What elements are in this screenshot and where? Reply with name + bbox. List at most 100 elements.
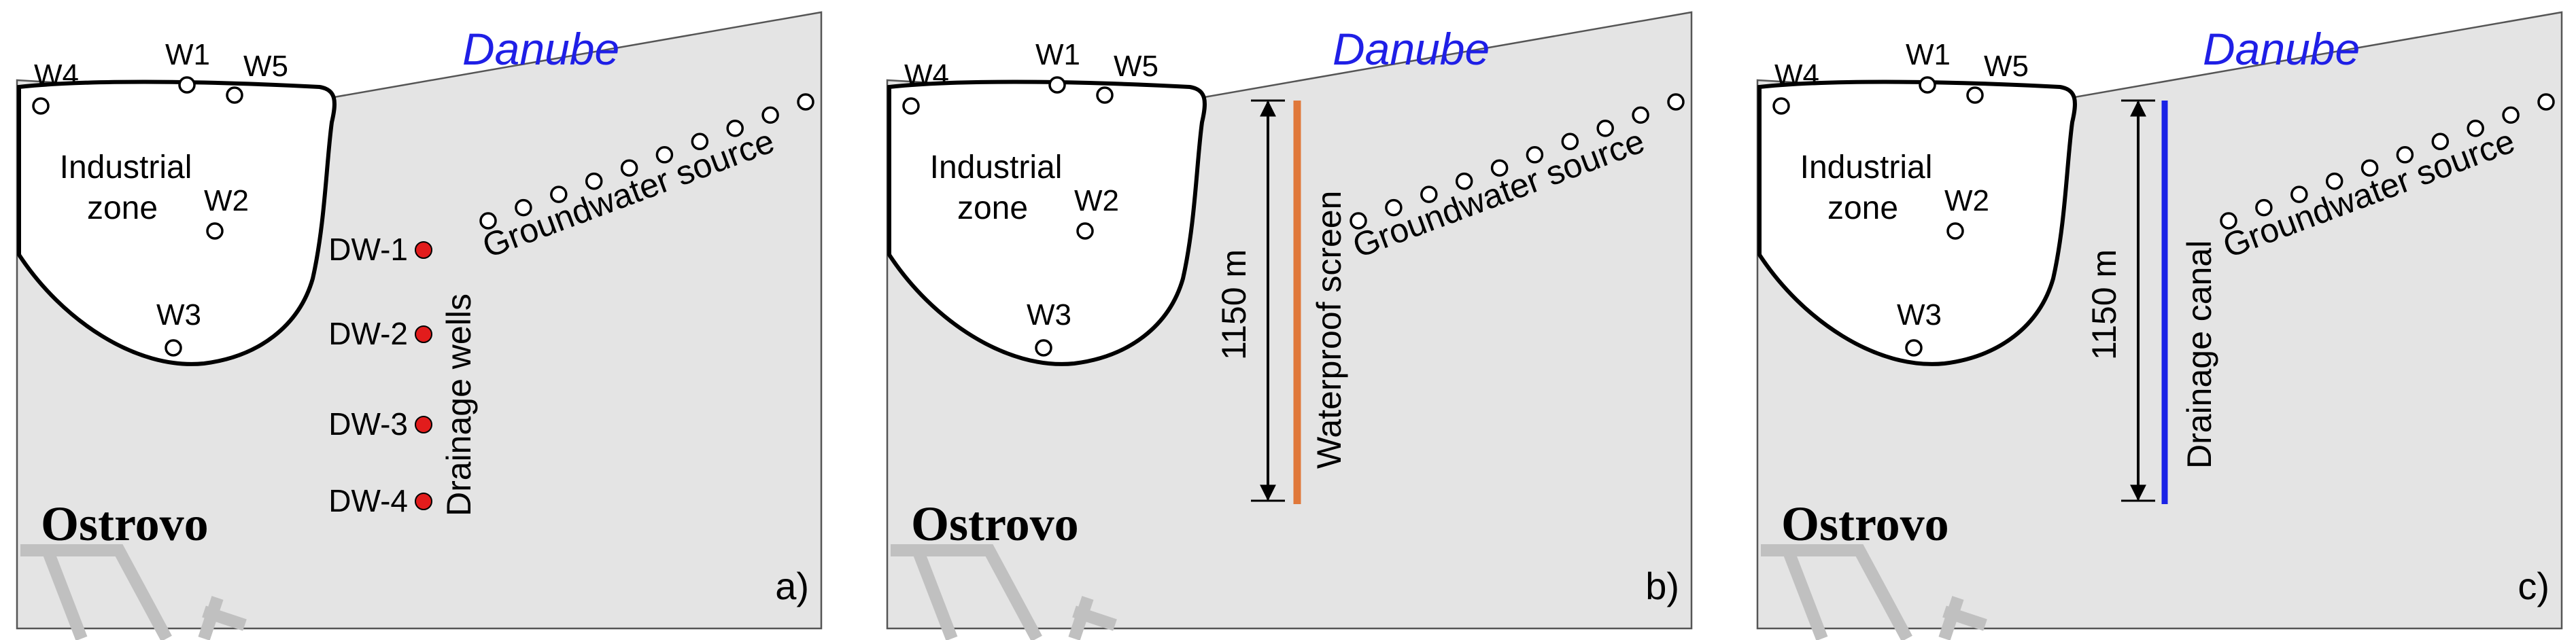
groundwater-well-marker: [1632, 106, 1649, 124]
barrier-label: Drainage canal: [2180, 241, 2218, 469]
industrial-zone-label-2: zone: [1827, 190, 1898, 226]
groundwater-well-marker: [2502, 106, 2520, 124]
river-label: Danube: [2203, 24, 2360, 74]
groundwater-well-marker: [1561, 132, 1579, 151]
groundwater-well-marker: [2396, 146, 2414, 164]
barrier-label: Drainage wells: [440, 294, 478, 516]
well-marker-w5: [226, 86, 243, 104]
panel-a: W1 W4 W5 W2 W3 Industrial zone Danube Gr…: [16, 11, 823, 640]
industrial-zone: [1757, 79, 2077, 366]
drainage-well-label: DW-4: [328, 483, 408, 518]
industrial-zone: [17, 79, 337, 366]
label-w5: W5: [1984, 50, 2029, 83]
town-label: Ostrovo: [1781, 497, 1949, 551]
drainage-well-label: DW-2: [328, 316, 408, 351]
groundwater-well-marker: [2537, 93, 2555, 111]
groundwater-well-marker: [726, 120, 744, 137]
groundwater-well-marker: [1385, 198, 1403, 217]
road-symbol: [1761, 544, 1987, 640]
groundwater-well-marker: [550, 185, 568, 203]
well-marker-w1: [178, 76, 196, 94]
label-w5: W5: [1114, 50, 1158, 83]
groundwater-well-marker: [761, 106, 779, 124]
label-w3: W3: [156, 298, 201, 332]
label-w4: W4: [1774, 58, 1819, 92]
groundwater-well-marker: [2360, 159, 2379, 177]
river-label: Danube: [1333, 24, 1490, 74]
road-symbol: [20, 544, 247, 640]
groundwater-well-marker: [1455, 172, 1473, 190]
drainage-well-dot: [415, 493, 432, 510]
drainage-well-dot: [415, 241, 432, 259]
groundwater-source-wells: [479, 93, 814, 230]
drainage-well-label: DW-1: [328, 232, 408, 267]
industrial-zone: [887, 79, 1207, 366]
groundwater-well-marker: [1596, 120, 1614, 137]
label-w1: W1: [165, 38, 210, 71]
label-w4: W4: [904, 58, 949, 92]
label-w5: W5: [243, 50, 288, 83]
well-marker-w5: [1966, 86, 1984, 104]
groundwater-well-marker: [620, 159, 638, 177]
industrial-zone-label: Industrial: [1800, 149, 1933, 185]
groundwater-well-marker: [1667, 93, 1685, 111]
town-label: Ostrovo: [911, 497, 1079, 551]
industrial-zone-label: Industrial: [60, 149, 192, 185]
label-w2: W2: [204, 184, 249, 217]
groundwater-well-marker: [1526, 146, 1544, 164]
label-w2: W2: [1944, 184, 1989, 217]
groundwater-well-marker: [2431, 132, 2450, 151]
well-marker-w4: [32, 97, 50, 115]
drainage-well-dw-3: DW-3: [328, 406, 432, 442]
industrial-zone-label-2: zone: [87, 190, 158, 226]
town-label: Ostrovo: [41, 497, 209, 551]
drainage-well-dot: [415, 416, 432, 433]
label-w1: W1: [1906, 38, 1951, 71]
groundwater-well-marker: [2220, 212, 2237, 230]
label-w2: W2: [1074, 184, 1119, 217]
panel-tag: a): [775, 565, 809, 607]
groundwater-well-marker: [691, 132, 709, 151]
well-marker-w5: [1096, 86, 1114, 104]
groundwater-well-marker: [2255, 198, 2273, 217]
groundwater-well-marker: [585, 172, 603, 190]
well-marker-w4: [902, 97, 920, 115]
groundwater-well-marker: [2325, 172, 2343, 190]
groundwater-well-marker: [479, 212, 497, 230]
groundwater-well-marker: [515, 198, 532, 217]
barrier-label: Waterproof screen: [1310, 191, 1348, 469]
panel-c: W1 W4 W5 W2 W3 Industrial zone Danube Gr…: [1756, 11, 2563, 640]
groundwater-well-marker: [2290, 185, 2308, 203]
label-w3: W3: [1897, 298, 1942, 332]
well-marker-w3: [1035, 339, 1052, 357]
panel-b: W1 W4 W5 W2 W3 Industrial zone Danube Gr…: [886, 11, 1693, 640]
panel-tag: c): [2518, 565, 2549, 607]
well-marker-w2: [1076, 222, 1094, 240]
length-label: 1150 m: [2085, 249, 2123, 360]
drainage-well-dw-2: DW-2: [328, 316, 432, 351]
well-marker-w2: [1946, 222, 1964, 240]
road-symbol: [891, 544, 1117, 640]
groundwater-well-marker: [1420, 185, 1438, 203]
drainage-well-dot: [415, 325, 432, 343]
industrial-zone-label: Industrial: [930, 149, 1063, 185]
length-label: 1150 m: [1215, 249, 1253, 360]
drainage-well-dw-1: DW-1: [328, 232, 432, 267]
well-marker-w3: [165, 339, 182, 357]
groundwater-source-wells: [2220, 93, 2555, 230]
groundwater-well-marker: [797, 93, 814, 111]
well-marker-w3: [1905, 339, 1923, 357]
drainage-well-label: DW-3: [328, 406, 408, 442]
well-marker-w4: [1772, 97, 1790, 115]
label-w4: W4: [34, 58, 79, 92]
well-marker-w1: [1048, 76, 1066, 94]
panel-tag: b): [1645, 565, 1679, 607]
groundwater-well-marker: [1490, 159, 1509, 177]
well-marker-w1: [1919, 76, 1936, 94]
label-w1: W1: [1035, 38, 1080, 71]
industrial-zone-label-2: zone: [957, 190, 1028, 226]
groundwater-well-marker: [2467, 120, 2484, 137]
drainage-well-dw-4: DW-4: [328, 483, 432, 518]
groundwater-source-wells: [1350, 93, 1685, 230]
